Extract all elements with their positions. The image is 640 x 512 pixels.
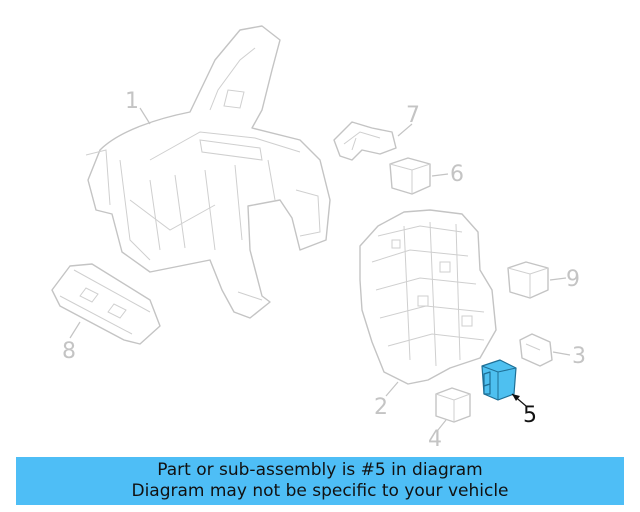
callout-5[interactable]: 5	[523, 403, 537, 428]
part-8-bracket	[51, 263, 161, 345]
leader-4	[437, 419, 447, 431]
part-9-relay	[507, 261, 549, 299]
part-2-fuse-block	[359, 209, 497, 385]
callout-2: 2	[374, 395, 388, 420]
leader-2	[385, 381, 399, 397]
leader-7	[397, 123, 413, 137]
leader-5-arrowhead	[512, 394, 520, 401]
leader-lines	[69, 107, 571, 431]
leader-9	[549, 277, 567, 281]
part-7-connector	[333, 121, 397, 161]
callout-8: 8	[62, 339, 76, 364]
leader-6	[431, 173, 449, 177]
part-5-highlighted-fuse[interactable]	[481, 359, 517, 401]
callout-7: 7	[406, 103, 420, 128]
info-banner: Part or sub-assembly is #5 in diagram Di…	[16, 457, 624, 505]
leader-8	[69, 321, 81, 339]
banner-line-disclaimer: Diagram may not be specific to your vehi…	[131, 481, 509, 501]
callout-9: 9	[566, 267, 580, 292]
callout-1: 1	[125, 89, 139, 114]
callout-6: 6	[450, 162, 464, 187]
parts-diagram: 1 2 3 4 5 6 7 8 9	[51, 25, 586, 452]
part-1-bracket	[85, 25, 331, 319]
callout-3: 3	[572, 344, 586, 369]
callout-4: 4	[428, 427, 442, 452]
leader-3	[552, 351, 571, 356]
part-4-fuse	[435, 387, 471, 423]
part-3-connector	[519, 333, 553, 367]
leader-1	[139, 107, 151, 125]
part-6-relay	[389, 157, 431, 195]
banner-line-part-number: Part or sub-assembly is #5 in diagram	[157, 460, 483, 480]
